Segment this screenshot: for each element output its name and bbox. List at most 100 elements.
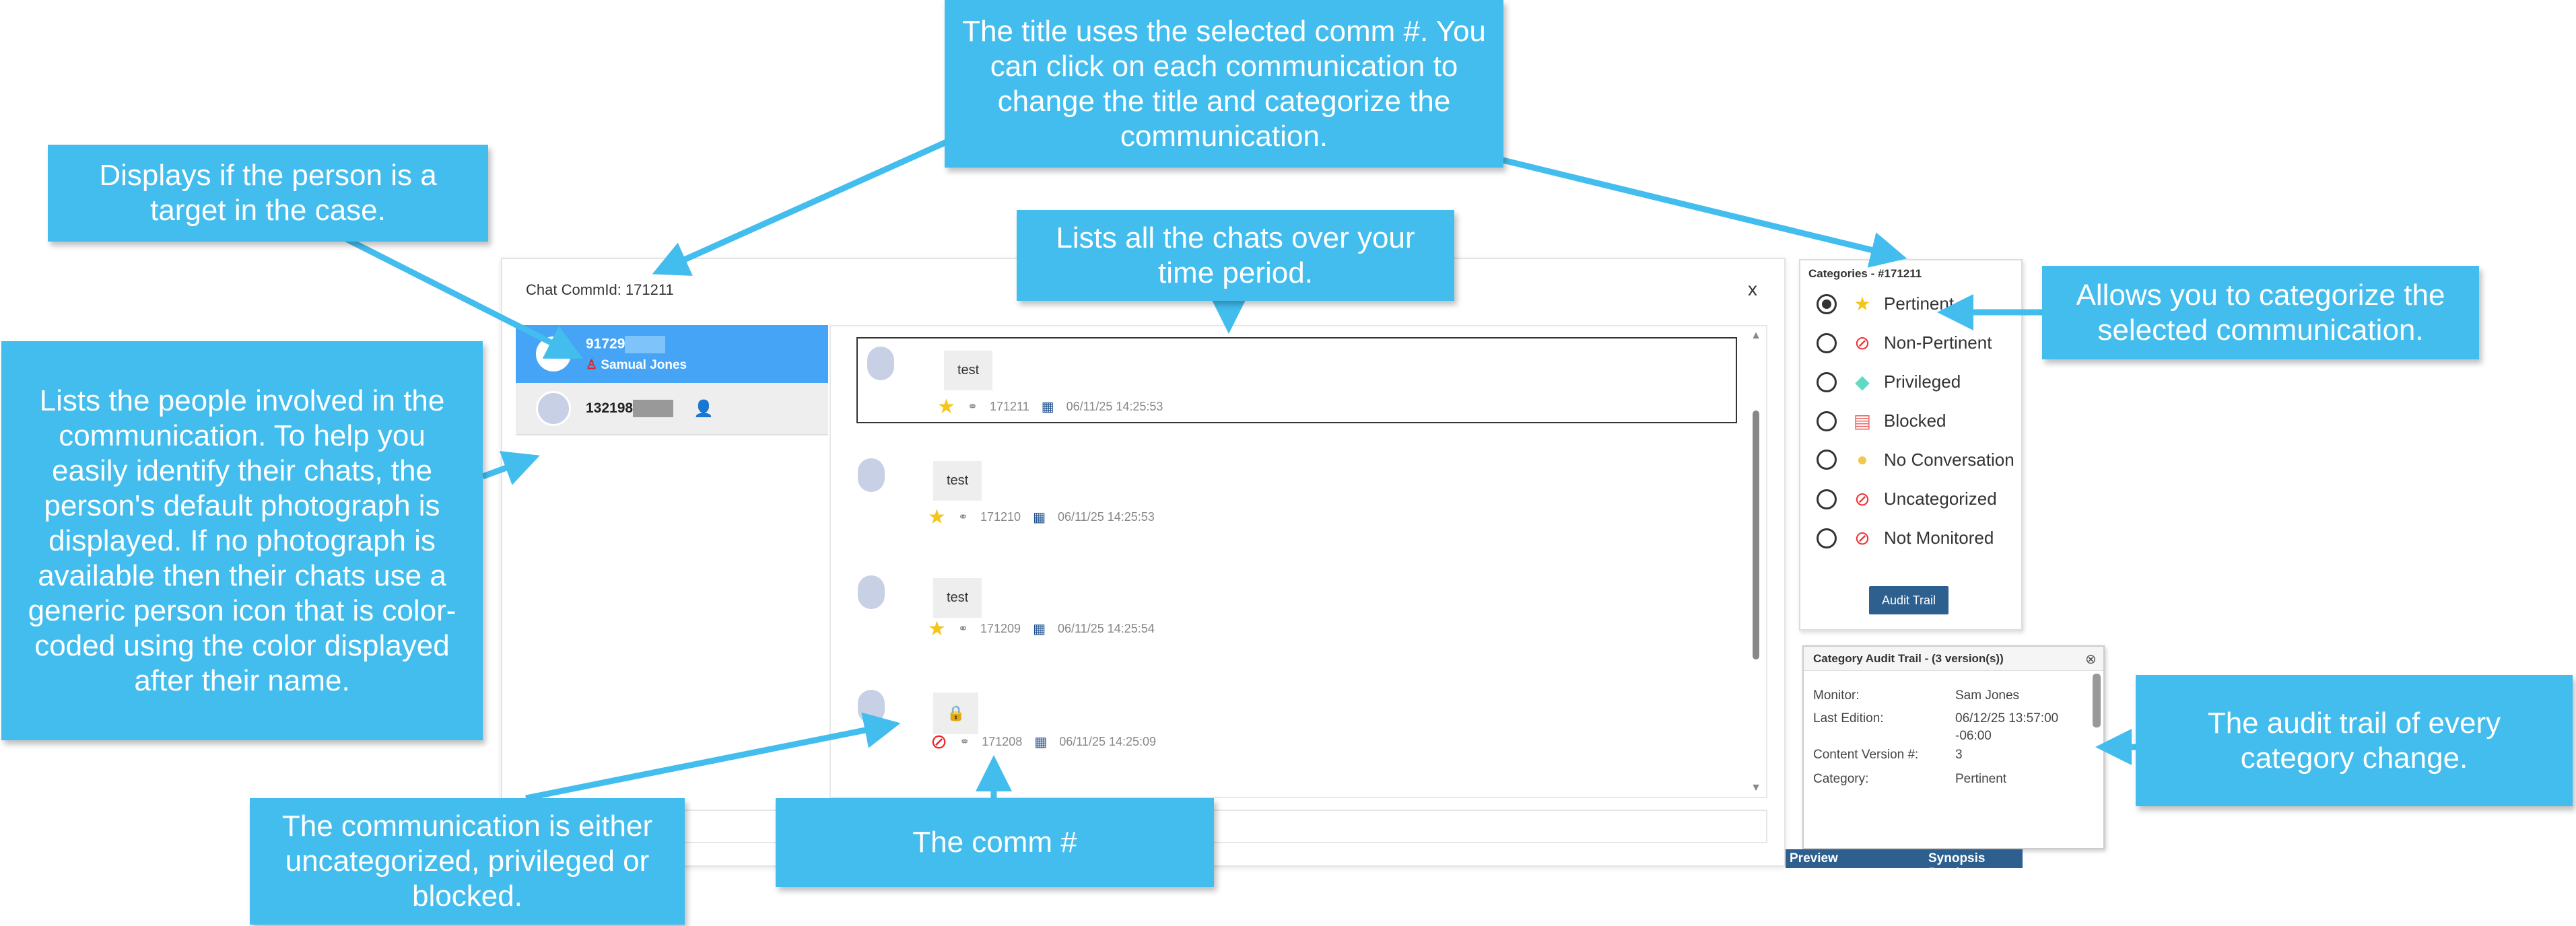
close-button[interactable]: x <box>1748 279 1757 299</box>
category-label: Uncategorized <box>1884 489 1997 509</box>
scroll-up-icon[interactable]: ▲ <box>1751 330 1761 341</box>
calendar-icon: ▦ <box>1033 510 1046 525</box>
calendar-icon: ▦ <box>1033 622 1046 637</box>
audit-value: Pertinent <box>1955 772 2007 786</box>
star-icon: ★ <box>937 396 955 418</box>
category-label: Non-Pertinent <box>1884 332 1992 353</box>
comm-number: 171209 <box>980 622 1021 635</box>
close-circle-icon[interactable]: ⊗ <box>2085 652 2097 667</box>
radio-button[interactable] <box>1817 450 1837 470</box>
timestamp: 06/11/25 14:25:53 <box>1057 510 1155 524</box>
category-label: Privileged <box>1884 371 1961 392</box>
brick-wall-icon: ▤ <box>1853 411 1872 431</box>
redacted <box>633 400 674 417</box>
callout-people: Lists the people involved in the communi… <box>1 341 483 740</box>
categories-title: Categories - #171211 <box>1808 267 1922 280</box>
message-meta: ⊘⚭171208▦06/11/25 14:25:09 <box>930 730 1156 754</box>
arrow <box>481 451 540 485</box>
diamond-icon: ◆ <box>1855 371 1870 392</box>
comm-number: 171208 <box>982 735 1023 748</box>
scroll-thumb[interactable] <box>1753 411 1759 660</box>
preview-tab[interactable]: Preview <box>1790 851 1838 865</box>
callout-comm: The comm # <box>776 798 1214 887</box>
callout-uncategorized: The communication is either uncategorize… <box>250 798 685 925</box>
audit-label: Content Version #: <box>1813 748 1919 762</box>
radio-button[interactable] <box>1817 293 1837 314</box>
audit-trail-button[interactable]: Audit Trail <box>1869 586 1948 614</box>
audit-value: -06:00 <box>1955 729 1992 743</box>
category-pertinent[interactable]: ★Pertinent <box>1817 293 1954 315</box>
category-blocked[interactable]: ▤ Blocked <box>1817 410 1946 432</box>
not-monitored-icon: ⊘ <box>930 731 948 753</box>
avatar <box>536 391 571 426</box>
comm-number: 171211 <box>990 400 1029 413</box>
audit-label: Monitor: <box>1813 688 1860 703</box>
callout-categorize: Allows you to categorize the selected co… <box>2042 266 2479 359</box>
calendar-icon: ▦ <box>1034 735 1048 750</box>
radio-button[interactable] <box>1817 371 1837 392</box>
star-icon: ★ <box>928 506 946 528</box>
arrow <box>652 138 949 276</box>
avatar <box>858 458 885 492</box>
target-icon: ♙ <box>586 357 598 372</box>
selected-message[interactable] <box>856 337 1737 423</box>
callout-chats: Lists all the chats over your time perio… <box>1017 210 1454 301</box>
star-icon: ★ <box>928 618 946 640</box>
link-icon: ⚭ <box>959 735 970 748</box>
scrollbar[interactable]: ▲ ▼ <box>1749 330 1763 794</box>
link-icon: ⚭ <box>967 400 978 413</box>
message-bubble[interactable]: test <box>944 351 993 390</box>
timestamp: 06/11/25 14:25:53 <box>1066 400 1163 413</box>
callout-audit: The audit trail of every category change… <box>2136 675 2573 806</box>
audit-title: Category Audit Trail - (3 version(s)) <box>1813 652 2004 665</box>
radio-button[interactable] <box>1817 411 1837 431</box>
message-bubble[interactable]: test <box>933 578 982 618</box>
chat-pane: test ★ ⚭ 171211 ▦ 06/11/25 14:25:53 test ★ ⚭ 1… <box>829 325 1767 798</box>
category-uncategorized[interactable]: ⊘ Uncategorized <box>1817 488 1997 510</box>
message-meta: ★⚭171209▦06/11/25 14:25:54 <box>928 617 1155 641</box>
radio-button[interactable] <box>1817 332 1837 353</box>
message-meta: ★⚭171211▦06/11/25 14:25:53 <box>937 395 1163 419</box>
timestamp: 06/11/25 14:25:54 <box>1057 622 1155 635</box>
comm-number: 171210 <box>980 510 1021 524</box>
lock-icon: 🔒 <box>947 705 965 721</box>
synopsis-preview-tab[interactable]: Synopsis Previe <box>1928 851 1986 880</box>
uncategorized-icon: ⊘ <box>1854 489 1870 509</box>
participant-list: 91729 ♙ Samual Jones 132198 👤 <box>516 325 828 435</box>
modal-title: Chat CommId: 171211 <box>526 281 674 298</box>
audit-label: Last Edition: <box>1813 711 1884 725</box>
message-meta: ★⚭171210▦06/11/25 14:25:53 <box>928 505 1155 529</box>
category-privileged[interactable]: ◆ Privileged <box>1817 371 1961 393</box>
scrollbar[interactable] <box>2093 674 2101 727</box>
category-label: No Conversation <box>1884 449 2014 470</box>
category-label: Not Monitored <box>1884 528 1994 548</box>
participant-name: Samual Jones <box>601 357 687 372</box>
category-no-conversation[interactable]: ● No Conversation <box>1817 449 2014 470</box>
audit-value: Sam Jones <box>1955 688 2020 703</box>
audit-label: Category: <box>1813 772 1869 786</box>
participant-number: 91729 <box>586 336 625 352</box>
participant-number: 132198 <box>586 400 634 416</box>
arrow <box>1499 156 1907 268</box>
message-bubble[interactable]: test <box>933 461 982 501</box>
radio-button[interactable] <box>1817 528 1837 548</box>
categories-panel: Categories - #171211 ★Pertinent ⊘ Non-Per… <box>1799 259 2023 631</box>
scroll-down-icon[interactable]: ▼ <box>1751 782 1761 793</box>
participant-row[interactable]: 132198 👤 <box>516 383 828 435</box>
redacted <box>625 335 666 353</box>
radio-button[interactable] <box>1817 489 1837 509</box>
not-monitored-icon: ⊘ <box>1854 528 1870 548</box>
audit-value: 3 <box>1955 748 1963 762</box>
category-not-monitored[interactable]: ⊘ Not Monitored <box>1817 527 1994 549</box>
preview-bar: Preview Synopsis Previe <box>1786 849 2023 880</box>
arrow <box>525 712 901 802</box>
category-non-pertinent[interactable]: ⊘ Non-Pertinent <box>1817 332 1992 354</box>
category-label: Blocked <box>1884 411 1946 431</box>
non-pertinent-icon: ⊘ <box>1854 332 1870 353</box>
callout-title: The title uses the selected comm #. You … <box>945 0 1503 168</box>
message-bubble[interactable]: 🔒 <box>933 692 979 734</box>
callout-target: Displays if the person is a target in th… <box>48 145 488 242</box>
avatar <box>867 347 894 380</box>
hush-face-icon: ● <box>1856 449 1868 470</box>
